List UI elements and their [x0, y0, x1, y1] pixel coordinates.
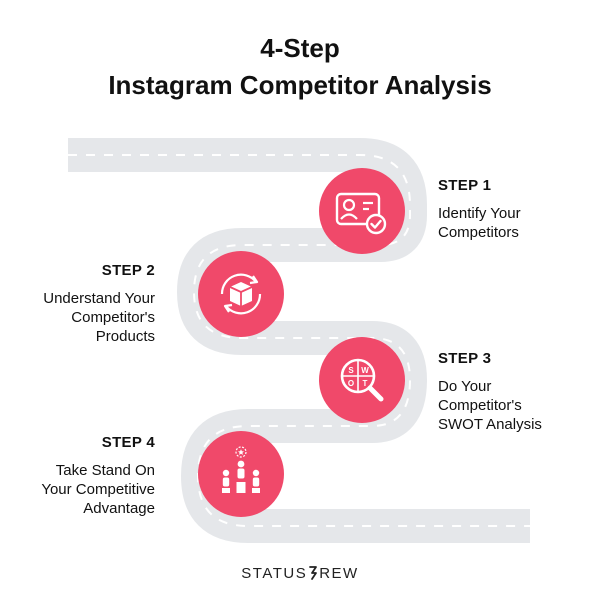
swot-letter-s: S — [348, 366, 354, 375]
step-4-circle — [198, 431, 284, 517]
id-card-check-icon — [335, 192, 387, 235]
step-2-desc-line-3: Products — [95, 328, 155, 345]
step-2: STEP 2 Understand Your Competitor's Prod… — [43, 261, 155, 346]
brand-suffix: REW — [319, 565, 359, 582]
step-3-desc-line-2: Competitor's — [438, 397, 522, 414]
box-cycle-icon — [220, 273, 262, 315]
title-line-1: 4-Step — [260, 33, 340, 63]
swot-letter-o: O — [348, 379, 354, 388]
swot-letter-t: T — [363, 379, 368, 388]
step-2-label: STEP 2 — [101, 262, 155, 279]
step-3-desc-line-1: Do Your — [438, 378, 492, 395]
step-1-label: STEP 1 — [438, 177, 492, 194]
step-3-desc-line-3: SWOT Analysis — [438, 416, 542, 433]
step-3: STEP 3 Do Your Competitor's SWOT Analysi… — [438, 349, 542, 434]
podium-people-star-icon — [222, 446, 260, 493]
brand-mark-icon — [309, 566, 318, 580]
step-2-desc-line-2: Competitor's — [71, 309, 155, 326]
step-4-label: STEP 4 — [101, 434, 155, 451]
step-4-desc-line-1: Take Stand On — [55, 462, 155, 479]
swot-letter-w: W — [361, 366, 369, 375]
title-line-2: Instagram Competitor Analysis — [108, 70, 492, 100]
step-1-desc-line-2: Competitors — [438, 224, 519, 241]
step-3-label: STEP 3 — [438, 350, 492, 367]
swot-magnifier-icon: S W O T — [340, 358, 384, 402]
step-4: STEP 4 Take Stand On Your Competitive Ad… — [41, 433, 155, 518]
step-3-circle: S W O T — [319, 337, 405, 423]
step-4-desc-line-3: Advantage — [83, 500, 155, 517]
step-1-circle — [319, 168, 405, 254]
step-1: STEP 1 Identify Your Competitors — [438, 176, 521, 242]
step-2-circle — [198, 251, 284, 337]
brand-logo: STATUS REW — [0, 565, 600, 582]
step-1-desc-line-1: Identify Your — [438, 205, 521, 222]
brand-prefix: STATUS — [241, 565, 308, 582]
step-2-desc-line-1: Understand Your — [43, 290, 155, 307]
step-4-desc-line-2: Your Competitive — [41, 481, 155, 498]
